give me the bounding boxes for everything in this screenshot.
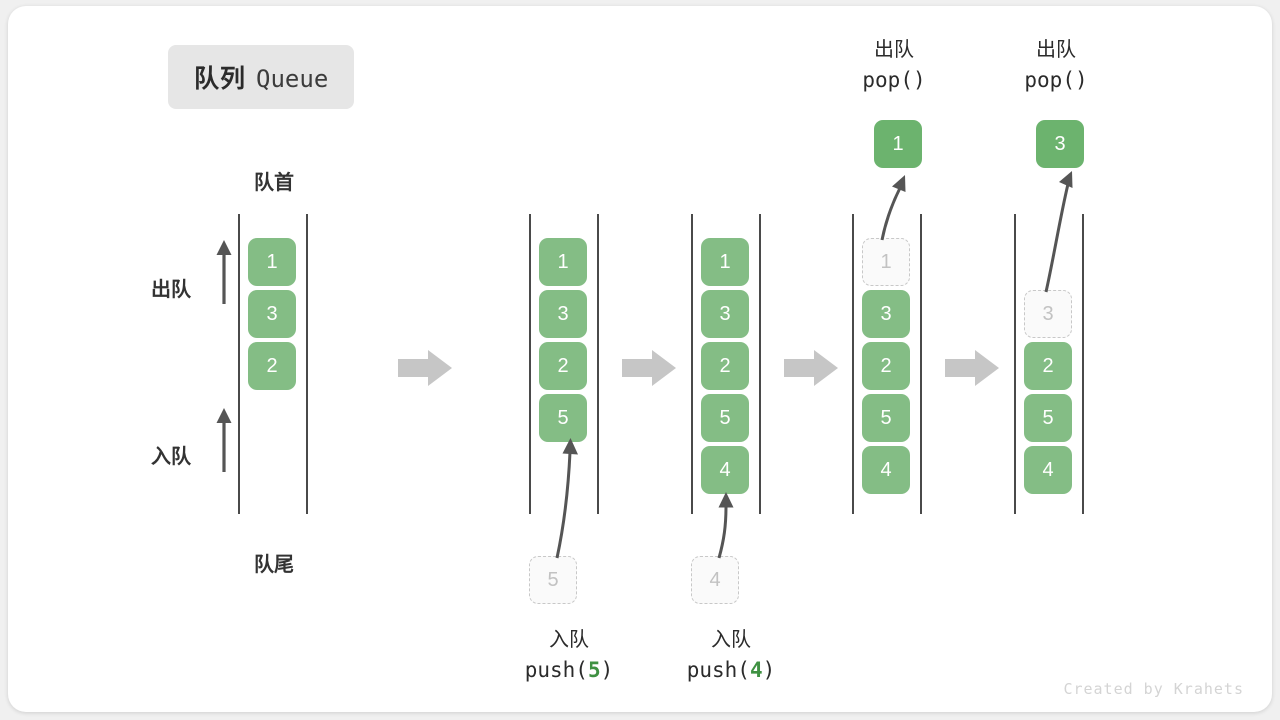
queue-cell: 4 [862, 446, 910, 494]
rail-left [1014, 214, 1016, 514]
rail-left [691, 214, 693, 514]
push-4-code-prefix: push( [686, 658, 750, 682]
queue-cell: 1 [248, 238, 296, 286]
queue-column-after-push-4: 1 3 2 5 4 4 [691, 6, 771, 712]
queue-front-label: 队首 [254, 172, 294, 194]
title-badge: 队列 Queue [168, 45, 355, 109]
push-4-code-number: 4 [749, 658, 763, 682]
push-5-code-prefix: push( [524, 658, 588, 682]
pop-1-caption-code: pop() [862, 68, 926, 92]
diagram-stage: 队列 Queue 队首 队尾 出队 入队 1 3 2 1 3 2 5 5 [8, 6, 1272, 712]
rail-right [759, 214, 761, 514]
enqueue-direction-arrow-icon [216, 408, 232, 472]
queue-column-initial: 1 3 2 [238, 6, 318, 712]
queue-cell-new: 5 [539, 394, 587, 442]
pop-1-caption: 出队 pop() [808, 36, 980, 95]
rail-right [920, 214, 922, 514]
queue-column-after-pop-1: 1 3 2 5 4 1 [852, 6, 932, 712]
push-arrow-icon [717, 492, 734, 559]
queue-cell-incoming-ghost: 4 [691, 556, 739, 604]
queue-cell: 1 [701, 238, 749, 286]
queue-cell: 2 [1024, 342, 1072, 390]
push-5-code-number: 5 [587, 658, 601, 682]
rail-left [238, 214, 240, 514]
queue-cell-removed-ghost: 1 [862, 238, 910, 286]
push-5-code-suffix: ) [600, 658, 614, 682]
rail-left [852, 214, 854, 514]
rail-left [529, 214, 531, 514]
queue-cell: 2 [248, 342, 296, 390]
step-arrow-icon [398, 350, 452, 386]
watermark: Created by Krahets [1063, 680, 1244, 698]
push-4-caption-code: push(4) [638, 655, 824, 685]
queue-cell: 5 [701, 394, 749, 442]
queue-cell: 3 [539, 290, 587, 338]
push-5-caption-cn: 入队 [549, 629, 589, 651]
queue-cell-popped: 3 [1036, 120, 1084, 168]
diagram-card: 队列 Queue 队首 队尾 出队 入队 1 3 2 1 3 2 5 5 [8, 6, 1272, 712]
queue-cell: 3 [862, 290, 910, 338]
queue-cell: 2 [701, 342, 749, 390]
queue-cell: 2 [539, 342, 587, 390]
push-arrow-icon [555, 438, 578, 559]
rail-right [1082, 214, 1084, 514]
rail-right [306, 214, 308, 514]
queue-cell-new: 4 [701, 446, 749, 494]
queue-cell: 3 [248, 290, 296, 338]
enqueue-direction-label: 入队 [151, 446, 191, 468]
title-en: Queue [256, 65, 329, 93]
step-arrow-icon [945, 350, 999, 386]
push-4-caption: 入队 push(4) [638, 626, 824, 685]
queue-cell: 3 [701, 290, 749, 338]
queue-cell: 5 [862, 394, 910, 442]
pop-2-caption: 出队 pop() [970, 36, 1142, 95]
queue-cell: 2 [862, 342, 910, 390]
push-4-caption-cn: 入队 [711, 629, 751, 651]
queue-cell: 5 [1024, 394, 1072, 442]
queue-cell: 1 [539, 238, 587, 286]
queue-column-after-pop-3: 3 2 5 4 3 [1014, 6, 1094, 712]
queue-rear-label: 队尾 [254, 554, 294, 576]
title-cn: 队列 [194, 65, 247, 93]
push-5-caption-code: push(5) [476, 655, 662, 685]
pop-2-caption-code: pop() [1024, 68, 1088, 92]
queue-column-after-push-5: 1 3 2 5 5 [529, 6, 609, 712]
push-4-code-suffix: ) [762, 658, 776, 682]
rail-right [597, 214, 599, 514]
pop-arrow-icon [880, 175, 906, 241]
pop-arrow-icon [1044, 171, 1073, 293]
dequeue-direction-arrow-icon [216, 240, 232, 304]
queue-cell-removed-ghost: 3 [1024, 290, 1072, 338]
dequeue-direction-label: 出队 [151, 279, 191, 301]
queue-cell: 4 [1024, 446, 1072, 494]
step-arrow-icon [784, 350, 838, 386]
queue-cell-popped: 1 [874, 120, 922, 168]
pop-1-caption-cn: 出队 [874, 39, 914, 61]
step-arrow-icon [622, 350, 676, 386]
queue-cell-incoming-ghost: 5 [529, 556, 577, 604]
push-5-caption: 入队 push(5) [476, 626, 662, 685]
pop-2-caption-cn: 出队 [1036, 39, 1076, 61]
